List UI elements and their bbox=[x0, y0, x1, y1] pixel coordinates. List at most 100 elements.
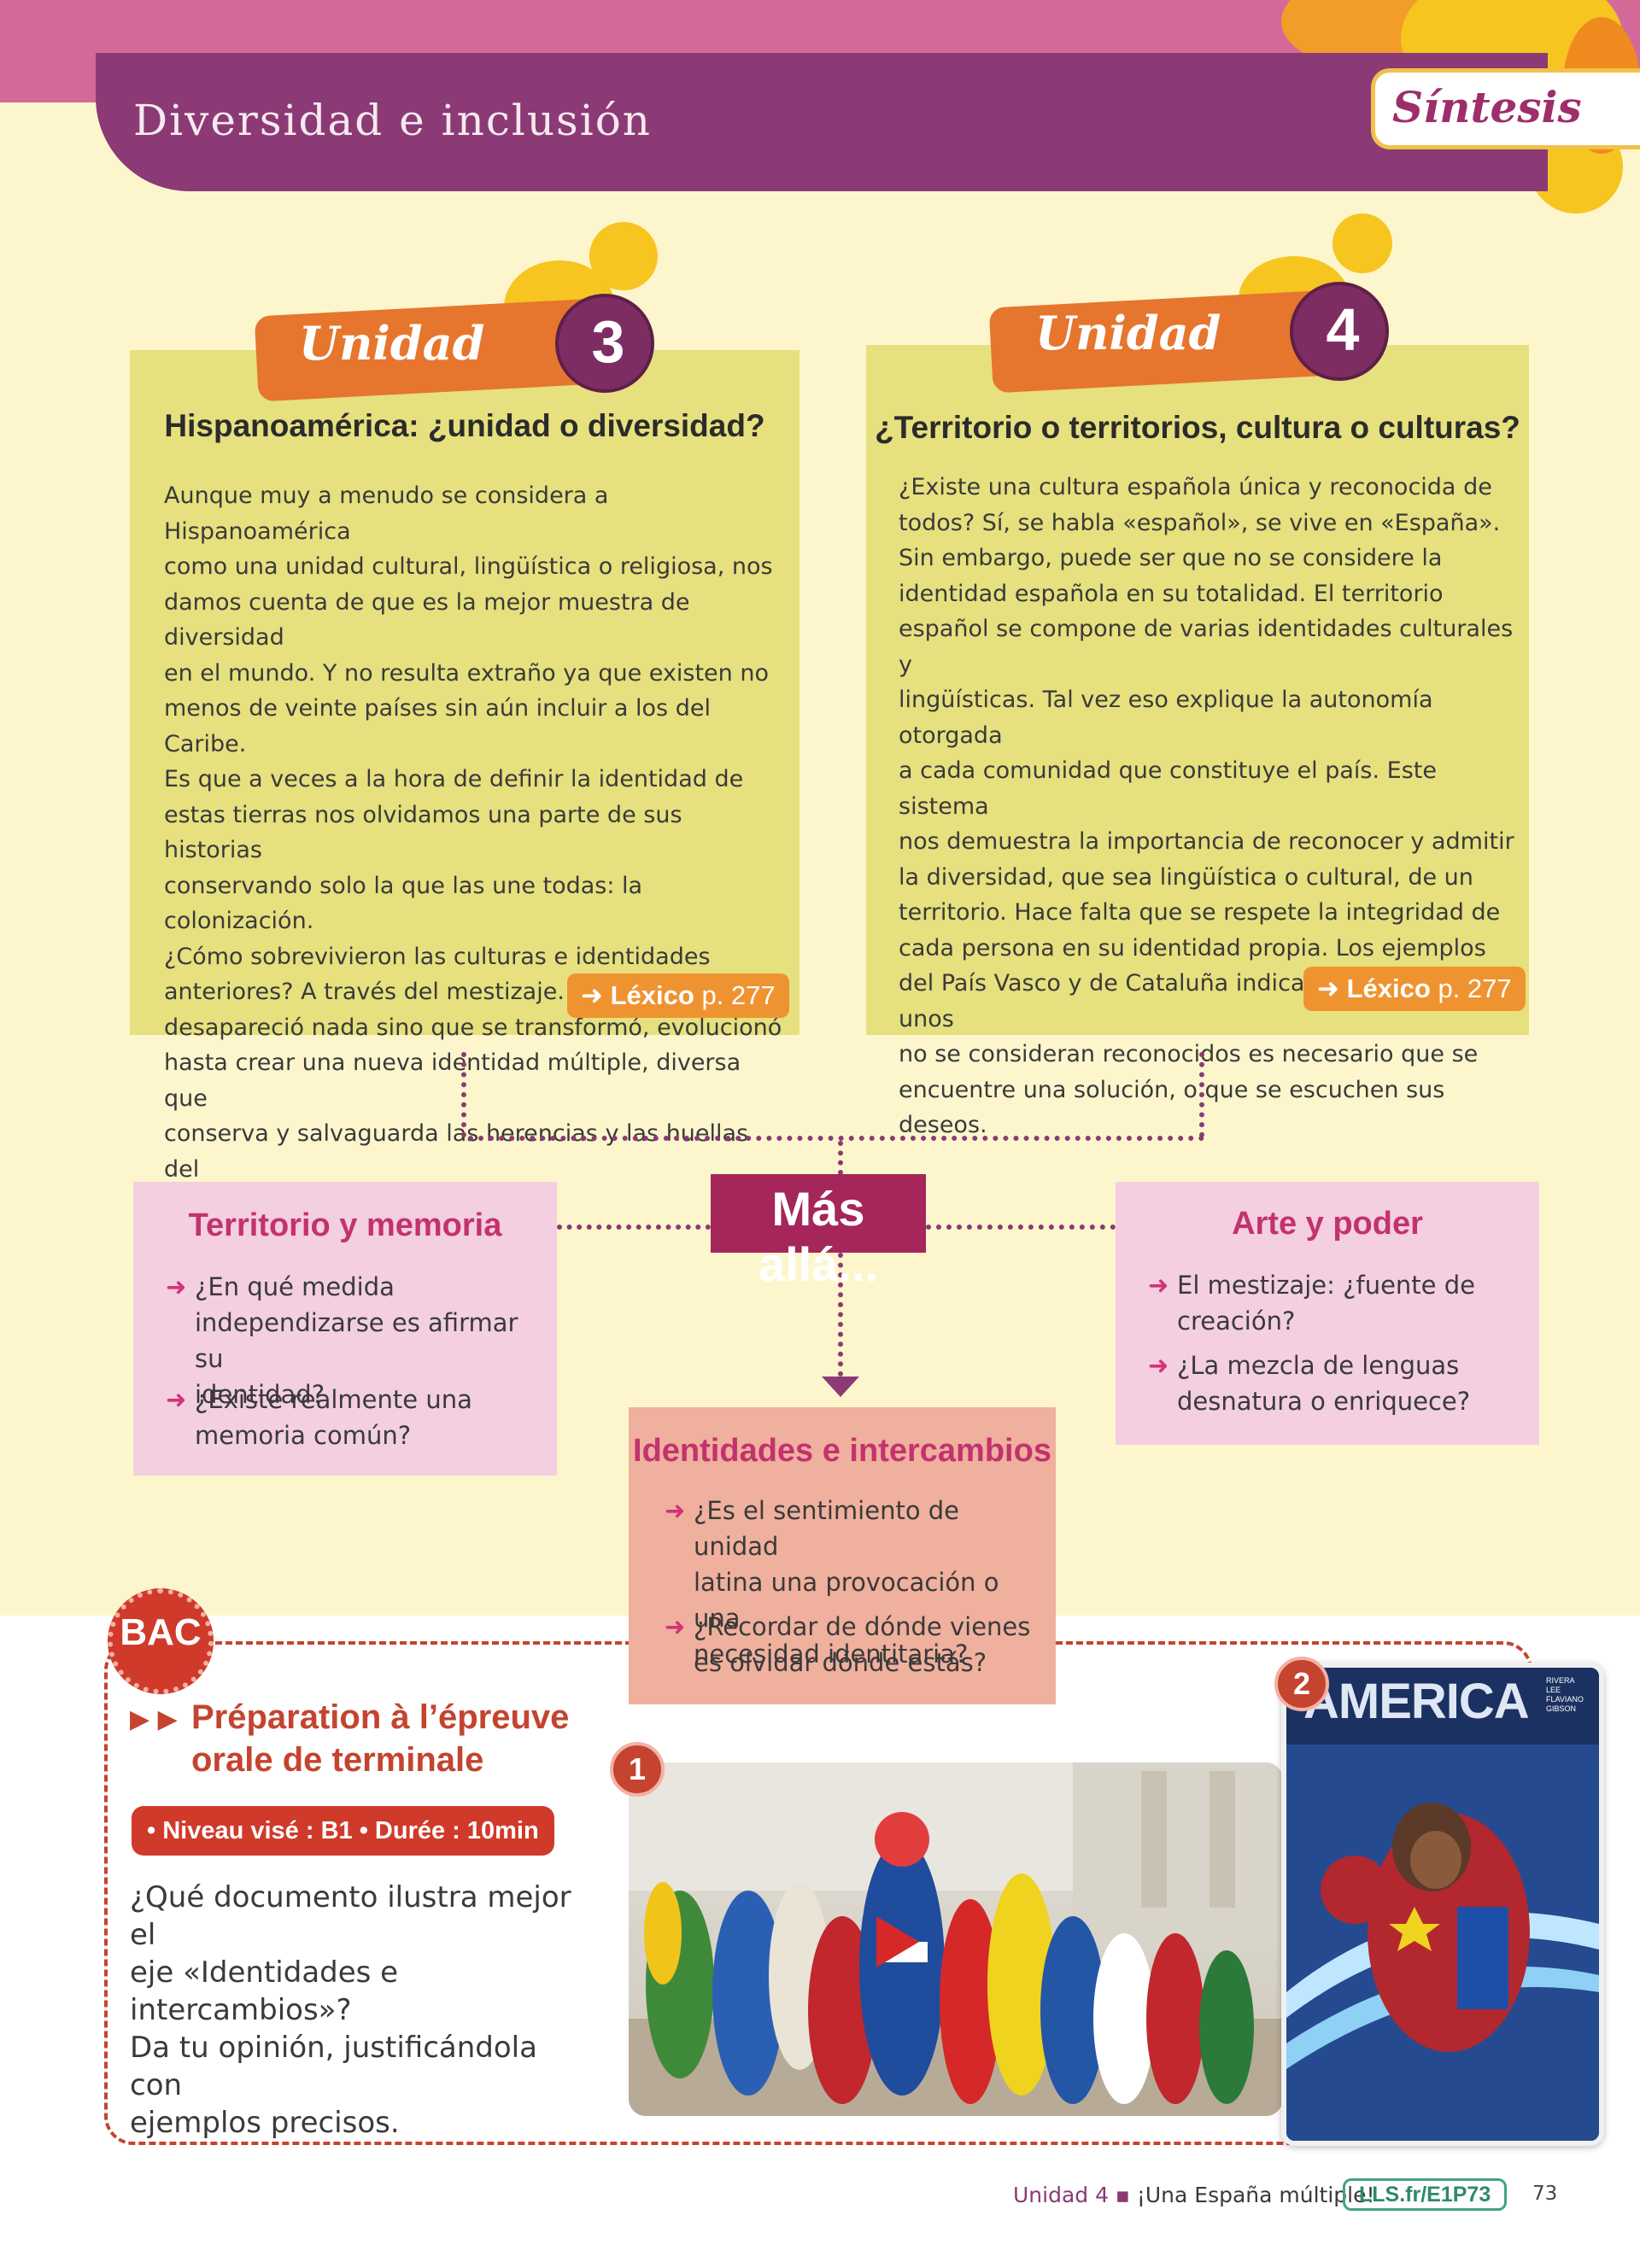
mas-alla-label: Más allá... bbox=[758, 1182, 879, 1291]
lexico-page: p. 277 bbox=[1438, 973, 1512, 1003]
unit-3-box: Hispanoamérica: ¿unidad o diversidad? Au… bbox=[130, 350, 800, 1218]
theme-identidades-title: Identidades e intercambios bbox=[633, 1433, 1051, 1469]
theme-arte-box: Arte y poder ➜ El mestizaje: ¿fuente de … bbox=[1116, 1182, 1539, 1445]
question-line: latina una provocación o una bbox=[694, 1568, 999, 1633]
bac-title-line: Préparation à l’épreuve bbox=[191, 1698, 570, 1736]
comic-credits: RIVERA LEE FLAVIANO GIBSON bbox=[1546, 1676, 1584, 1714]
body-line: conserva y salvaguarda las herencias y l… bbox=[164, 1120, 749, 1183]
body-line: lingüísticas. Tal vez eso explique la au… bbox=[899, 687, 1433, 749]
unit-4-number-badge: 4 bbox=[1290, 282, 1389, 381]
unit-3-heading: Hispanoamérica: ¿unidad o diversidad? bbox=[164, 408, 765, 443]
arrow-icon: ➜ bbox=[1148, 1351, 1169, 1380]
dancers-photo bbox=[629, 1762, 1283, 2116]
body-line: territorio. Hace falta que se respete la… bbox=[899, 899, 1501, 926]
dancers-illustration bbox=[629, 1762, 1283, 2116]
body-line: todos? Sí, se habla «español», se vive e… bbox=[899, 509, 1501, 536]
lexico-word: Léxico bbox=[610, 980, 694, 1010]
body-line: Aunque muy a menudo se considera a Hispa… bbox=[164, 482, 609, 545]
question-item: ➜ El mestizaje: ¿fuente de creación? bbox=[1148, 1267, 1524, 1339]
connector-line bbox=[468, 1136, 1204, 1141]
comic-credit: RIVERA bbox=[1546, 1676, 1575, 1685]
bac-question-line: ¿Qué documento ilustra mejor el bbox=[130, 1880, 571, 1952]
section-tab bbox=[1371, 68, 1640, 149]
body-line: nos demuestra la importancia de reconoce… bbox=[899, 828, 1514, 855]
body-line: cada persona en su identidad propia. Los… bbox=[899, 934, 1486, 962]
lexico-page: p. 277 bbox=[701, 980, 776, 1010]
lexico-link[interactable]: ➜ Léxico p. 277 bbox=[1303, 967, 1526, 1011]
question-item: ➜ ¿Es el sentimiento de unidad latina un… bbox=[665, 1493, 1040, 1672]
bac-title-line: orale de terminale bbox=[191, 1741, 484, 1779]
bac-badge bbox=[108, 1588, 214, 1694]
question-item: ➜ ¿La mezcla de lenguas desnatura o enri… bbox=[1148, 1347, 1524, 1419]
niveau-badge: • Niveau visé : B1 • Durée : 10min bbox=[132, 1806, 554, 1856]
theme-arte-title: Arte y poder bbox=[1232, 1206, 1423, 1242]
question-line: es olvidar dónde estás? bbox=[694, 1648, 987, 1677]
connector-line bbox=[557, 1225, 711, 1230]
body-line: hasta crear una nueva identidad múltiple… bbox=[164, 1049, 741, 1112]
bac-question: ¿Qué documento ilustra mejor el eje «Ide… bbox=[130, 1879, 574, 2142]
bac-title: Préparation à l’épreuve orale de termina… bbox=[191, 1696, 584, 1781]
paint-splash-decoration bbox=[1332, 213, 1392, 273]
arrow-icon: ➜ bbox=[1317, 973, 1347, 1003]
question-line: ¿En qué medida bbox=[195, 1272, 395, 1301]
image-1-number: 1 bbox=[610, 1742, 665, 1797]
footer-text: Unidad 4 ▪ ¡Una España múltiple! bbox=[1013, 2183, 1375, 2207]
arrow-icon: ➜ bbox=[581, 980, 611, 1010]
question-line: ¿Existe realmente una bbox=[195, 1385, 472, 1414]
unit-3-tag-label: Unidad bbox=[299, 316, 485, 371]
question-line: ¿La mezcla de lenguas bbox=[1177, 1351, 1460, 1380]
comic-credit: FLAVIANO bbox=[1546, 1695, 1584, 1704]
title-banner bbox=[96, 53, 1548, 191]
question-line: necesidad identitaria? bbox=[694, 1640, 969, 1669]
lexico-link[interactable]: ➜ Léxico p. 277 bbox=[567, 973, 789, 1018]
question-text: ¿Es el sentimiento de unidad latina una … bbox=[694, 1493, 1040, 1672]
image-2-number: 2 bbox=[1274, 1657, 1329, 1711]
body-line: encuentre una solución, o que se escuche… bbox=[899, 1076, 1445, 1139]
question-text: ¿En qué medida independizarse es afirmar… bbox=[195, 1269, 542, 1412]
connector-line bbox=[461, 1052, 466, 1137]
body-line: español se compone de varias identidades… bbox=[899, 616, 1514, 678]
unit-4-tag-label: Unidad bbox=[1035, 306, 1221, 360]
section-tab-label: Síntesis bbox=[1392, 82, 1582, 132]
body-line: identidad española en su totalidad. El t… bbox=[899, 580, 1444, 607]
body-line: desapareció nada sino que se transformó,… bbox=[164, 1014, 782, 1041]
connector-line bbox=[838, 1253, 843, 1377]
body-line: en el mundo. Y no resulta extraño ya que… bbox=[164, 659, 769, 687]
body-line: damos cuenta de que es la mejor muestra … bbox=[164, 588, 690, 652]
comic-credit: GIBSON bbox=[1546, 1704, 1577, 1713]
paint-splash-decoration bbox=[589, 222, 658, 290]
question-text: ¿La mezcla de lenguas desnatura o enriqu… bbox=[1177, 1347, 1524, 1419]
question-text: ¿Recordar de dónde vienes es olvidar dón… bbox=[694, 1609, 1040, 1681]
body-line: Es que a veces a la hora de definir la i… bbox=[164, 766, 744, 792]
unit-3-body: Aunque muy a menudo se considera a Hispa… bbox=[164, 478, 788, 1223]
body-line: menos de veinte países sin aún incluir a… bbox=[164, 695, 711, 757]
bac-question-line: Da tu opinión, justificándola con bbox=[130, 2031, 537, 2102]
footer-separator: ▪ bbox=[1115, 2183, 1130, 2207]
question-line: ¿Es el sentimiento de unidad bbox=[694, 1496, 960, 1561]
body-line: no se consideran reconocidos es necesari… bbox=[899, 1041, 1479, 1067]
comic-illustration bbox=[1286, 1668, 1599, 2141]
question-item: ➜ ¿En qué medida independizarse es afirm… bbox=[166, 1269, 542, 1412]
bac-question-line: eje «Identidades e intercambios»? bbox=[130, 1955, 399, 2027]
body-line: la diversidad, que sea lingüística o cul… bbox=[899, 863, 1473, 891]
body-line: ¿Cómo sobrevivieron las culturas e ident… bbox=[164, 943, 711, 970]
question-line: creación? bbox=[1177, 1306, 1296, 1336]
body-line: Sin embargo, puede ser que no se conside… bbox=[899, 545, 1443, 571]
question-text: El mestizaje: ¿fuente de creación? bbox=[1177, 1267, 1524, 1339]
question-item: ➜ ¿Existe realmente una memoria común? bbox=[166, 1382, 542, 1453]
footer-link[interactable]: LLS.fr/E1P73 bbox=[1343, 2178, 1508, 2211]
unit-4-heading: ¿Territorio o territorios, cultura o cul… bbox=[875, 410, 1520, 445]
play-arrows-icon: ▶ ▶ bbox=[130, 1704, 178, 1734]
arrow-icon: ➜ bbox=[166, 1272, 187, 1301]
question-text: ¿Existe realmente una memoria común? bbox=[195, 1382, 542, 1453]
question-item: ➜ ¿Recordar de dónde vienes es olvidar d… bbox=[665, 1609, 1040, 1681]
unit-3-number-badge: 3 bbox=[555, 294, 654, 393]
unit-4-box: ¿Territorio o territorios, cultura o cul… bbox=[866, 345, 1529, 1138]
lexico-word: Léxico bbox=[1346, 973, 1431, 1003]
connector-line bbox=[838, 1141, 843, 1175]
arrow-icon: ➜ bbox=[1148, 1271, 1169, 1300]
connector-line bbox=[926, 1225, 1116, 1230]
body-line: conservando solo la que las une todas: l… bbox=[164, 872, 643, 935]
bac-badge-label: BAC bbox=[120, 1611, 202, 1653]
question-line: memoria común? bbox=[195, 1421, 412, 1450]
